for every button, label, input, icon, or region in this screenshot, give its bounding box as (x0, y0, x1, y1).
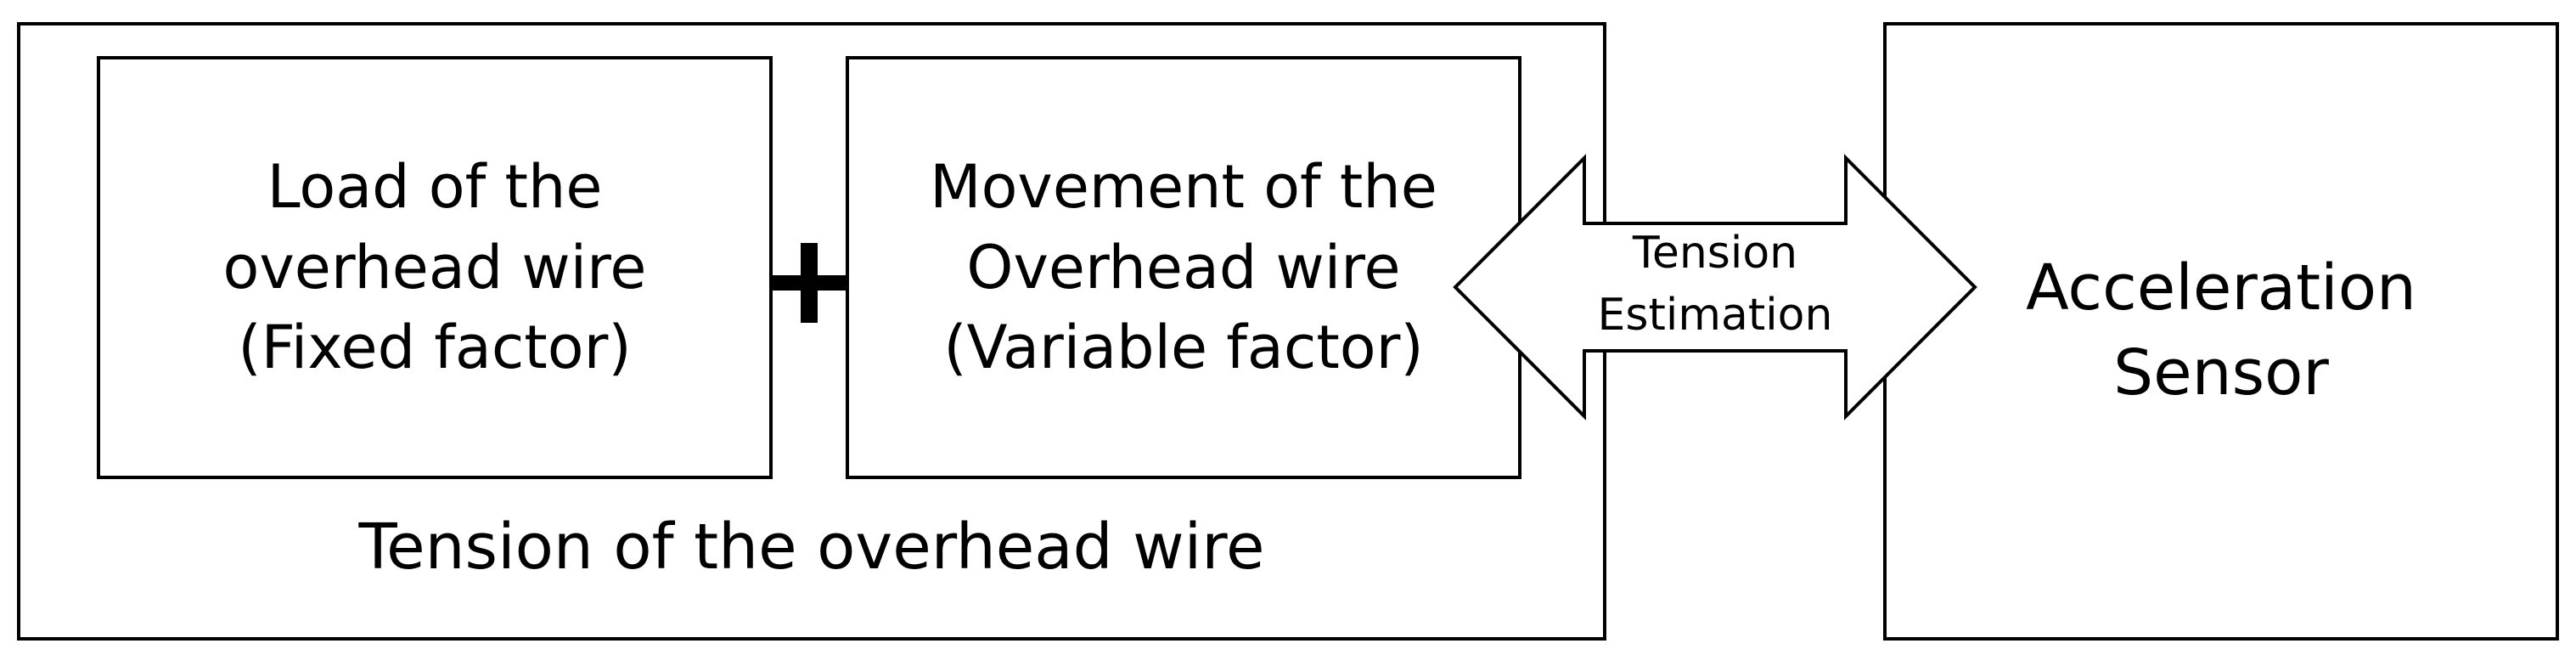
load-label-line2: overhead wire (222, 232, 647, 302)
movement-label-line2: Overhead wire (966, 232, 1401, 302)
load-factor-label: Load of the overhead wire (Fixed factor) (97, 56, 773, 479)
plus-icon (769, 243, 849, 323)
sensor-label-line2: Sensor (2113, 336, 2329, 409)
double-arrow-icon (1453, 154, 1977, 420)
acceleration-sensor-box (1883, 22, 2559, 641)
movement-factor-box (846, 56, 1521, 479)
load-label-line3: (Fixed factor) (238, 313, 632, 383)
load-label-line1: Load of the (267, 152, 603, 223)
arrow-label-line1: Tension (1632, 228, 1798, 279)
movement-factor-label: Movement of the Overhead wire (Variable … (846, 56, 1521, 479)
acceleration-sensor-label: Acceleration Sensor (1883, 22, 2559, 641)
arrow-label-line2: Estimation (1597, 290, 1833, 341)
load-factor-box (97, 56, 773, 479)
movement-label-line1: Movement of the (930, 152, 1437, 223)
tension-caption: Tension of the overhead wire (358, 511, 1265, 584)
movement-label-line3: (Variable factor) (943, 313, 1424, 383)
sensor-label-line1: Acceleration (2026, 251, 2416, 325)
tension-estimation-label: Tension Estimation (1554, 221, 1876, 348)
